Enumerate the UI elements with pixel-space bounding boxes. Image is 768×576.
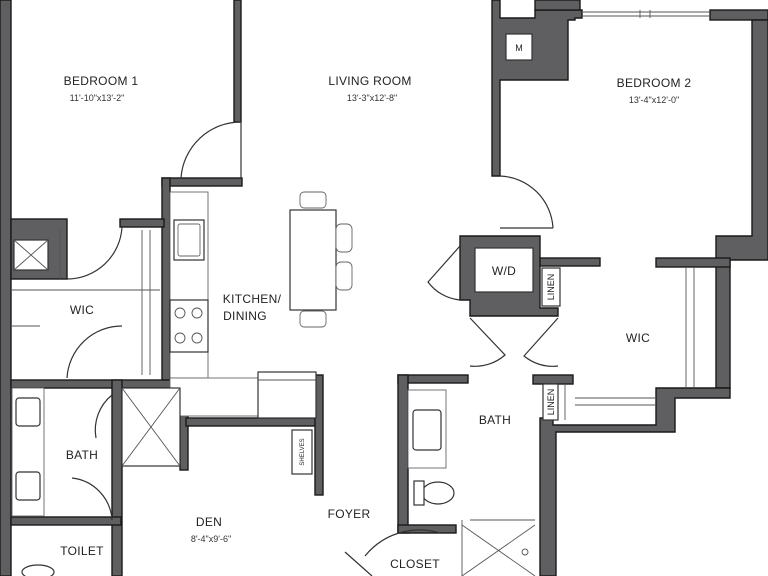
linen-lower-box [542,383,559,421]
sink-right [412,409,442,451]
door-bedroom2 [499,175,554,229]
door-bedroom1 [180,121,242,179]
wall-kitchen-left [161,177,171,381]
shelves-label: SHELVES [300,438,306,465]
wall-bedroom2-right [715,19,768,389]
laundry-fixtures [291,33,561,475]
foyer-name: FOYER [328,507,371,521]
shaft-x-left [13,239,49,271]
door-laundry [427,245,461,301]
wall-bath-den [111,379,123,576]
den-name: DEN [196,515,222,529]
kitchen-name-line1: KITCHEN/ [223,292,282,306]
bath-right-fixtures [407,389,536,576]
chair-bottom [299,310,327,328]
door-bath-right-a [469,317,506,367]
toilet-name: TOILET [60,544,104,558]
window-bedroom2 [582,10,710,18]
door-closet [364,529,441,557]
doors [59,121,559,576]
refrigerator [257,371,317,419]
wall-linen-lower-top [532,374,574,385]
wic-right-name: WIC [626,331,650,345]
door-wic-left [66,226,123,280]
wall-bath-right-exterior [539,387,731,576]
bath-left-fixtures [11,387,181,576]
labels: BEDROOM 1 11'-10"x13'-2" LIVING ROOM 13'… [60,43,691,571]
washer-dryer-label: W/D [492,264,516,278]
mech-box [505,33,533,61]
wall-wic-right-top [655,257,731,268]
wall-shelves-right [314,374,324,496]
living-room-dims: 13'-3"x12'-8" [347,93,397,103]
bedroom1-dims: 11'-10"x13'-2" [70,93,125,103]
chair-top [299,191,327,209]
wall-bedroom1-living [233,0,242,123]
shower-right-x [461,524,536,576]
wall-kitchen-bottom [185,417,322,427]
wall-linen-top [539,257,601,267]
dining-table [289,209,337,311]
toilet-right [421,481,455,505]
kitchen-counter [169,191,317,419]
shower-drain-x-left [121,387,181,467]
closet-name: CLOSET [390,557,440,571]
wall-bedroom2-top-right [709,9,768,21]
linen-upper-box [541,267,561,307]
washer-dryer-box [474,247,534,293]
bedroom2-dims: 13'-4"x12'-0" [629,95,679,105]
wall-wic-top [119,218,165,228]
kitchen-name-line2: DINING [223,309,267,323]
chair-right-1 [335,223,353,253]
sink-left-1 [15,397,41,427]
wall-exterior-left [0,0,12,576]
den-dims: 8'-4"x9'-6" [191,534,231,544]
door-bath-right-b [523,317,559,367]
cooktop [169,299,209,353]
dining-table-set [289,191,353,328]
wic-left-name: WIC [70,303,94,317]
wall-bedroom2-left [491,0,583,177]
shelves-box [291,429,313,475]
bedroom1-name: BEDROOM 1 [64,74,139,88]
bath-right-name: BATH [479,413,511,427]
bath-left-name: BATH [66,448,98,462]
sink-left-2 [15,471,41,501]
wall-bath-left-top [10,379,187,389]
chair-right-2 [335,261,353,291]
mech-label: M [515,43,523,53]
wall-bedroom1-bottom [161,177,243,187]
wall-toilet-top [10,516,122,526]
living-room-name: LIVING ROOM [328,74,411,88]
door-entry [344,551,373,576]
toilet-tank-right [413,480,425,506]
wall-window-left-stub [534,0,581,11]
bedroom2-name: BEDROOM 2 [617,76,692,90]
linen-lower-label: LINEN [546,389,556,416]
linen-upper-label: LINEN [546,274,556,301]
door-toilet [71,477,113,521]
wall-bath-right-left [397,374,409,534]
door-shower-left [94,394,113,439]
wall-closet-top [397,524,457,534]
door-bath-left [66,325,123,379]
toilet-left [21,564,55,576]
